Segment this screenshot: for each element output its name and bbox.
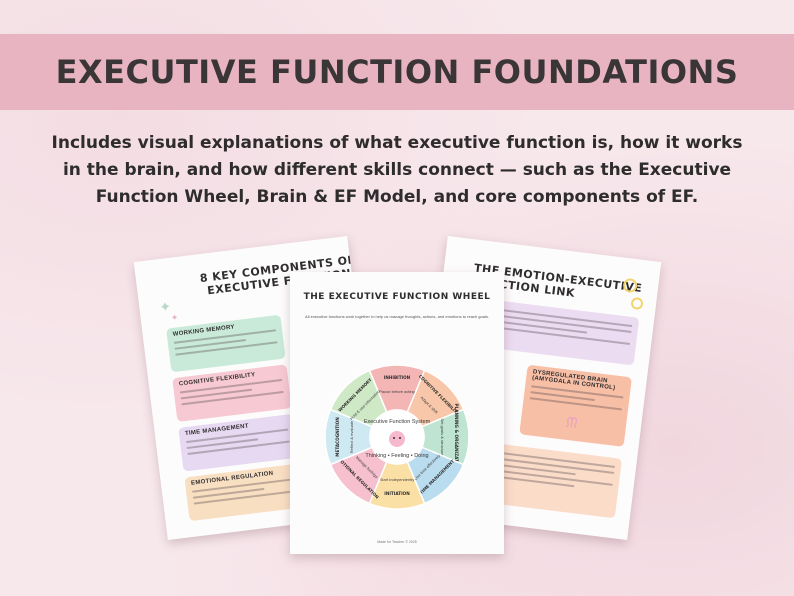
center-sheet-description: All executive functions work together to… <box>305 314 489 319</box>
wheel-segment-label: INITIATION <box>384 491 410 496</box>
wheel-segment-label: METACOGNITION <box>335 417 340 457</box>
wheel-segment-desc: Pause before acting <box>379 389 415 394</box>
wheel-segment-label: INHIBITION <box>384 375 411 380</box>
worksheet-ef-wheel: THE EXECUTIVE FUNCTION WHEEL All executi… <box>290 272 504 554</box>
product-description: Includes visual explanations of what exe… <box>51 133 743 207</box>
wheel-segment-desc: Set goals & structure <box>440 418 445 456</box>
card-emotional-regulation: EMOTIONAL REGULATION <box>184 463 304 522</box>
center-sheet-title: THE EXECUTIVE FUNCTION WHEEL <box>303 292 491 302</box>
card-cognitive-flexibility: COGNITIVE FLEXIBILITY <box>172 364 292 422</box>
card-time-management: TIME MANAGEMENT <box>178 413 298 472</box>
wheel-segment-label: PLANNING & ORGANIZATION <box>454 403 459 471</box>
title-banner: EXECUTIVE FUNCTION FOUNDATIONS <box>0 34 794 110</box>
hub-caption: Thinking • Feeling • Doing <box>365 453 428 459</box>
sheet-footer: Made for Teacher © 2025 <box>377 540 417 544</box>
wheel-segment-desc: Reflect & evaluate <box>349 420 354 453</box>
mascot-eye <box>393 437 395 439</box>
text-line <box>529 397 623 411</box>
hub-title: Executive Function System <box>364 419 431 425</box>
jellyfish-icon: ᙏ <box>565 413 579 432</box>
brain-mascot-icon <box>389 431 405 447</box>
card-dysregulated-brain: DYSREGULATED BRAIN (AMYGDALA IN CONTROL)… <box>519 364 632 447</box>
mascot-eye <box>399 437 401 439</box>
card-working-memory: WORKING MEMORY <box>166 314 286 373</box>
page-title: EXECUTIVE FUNCTION FOUNDATIONS <box>55 53 739 91</box>
wheel-segment-desc: Start independently <box>380 477 414 482</box>
sparkle-icon: ✦ <box>170 312 179 324</box>
